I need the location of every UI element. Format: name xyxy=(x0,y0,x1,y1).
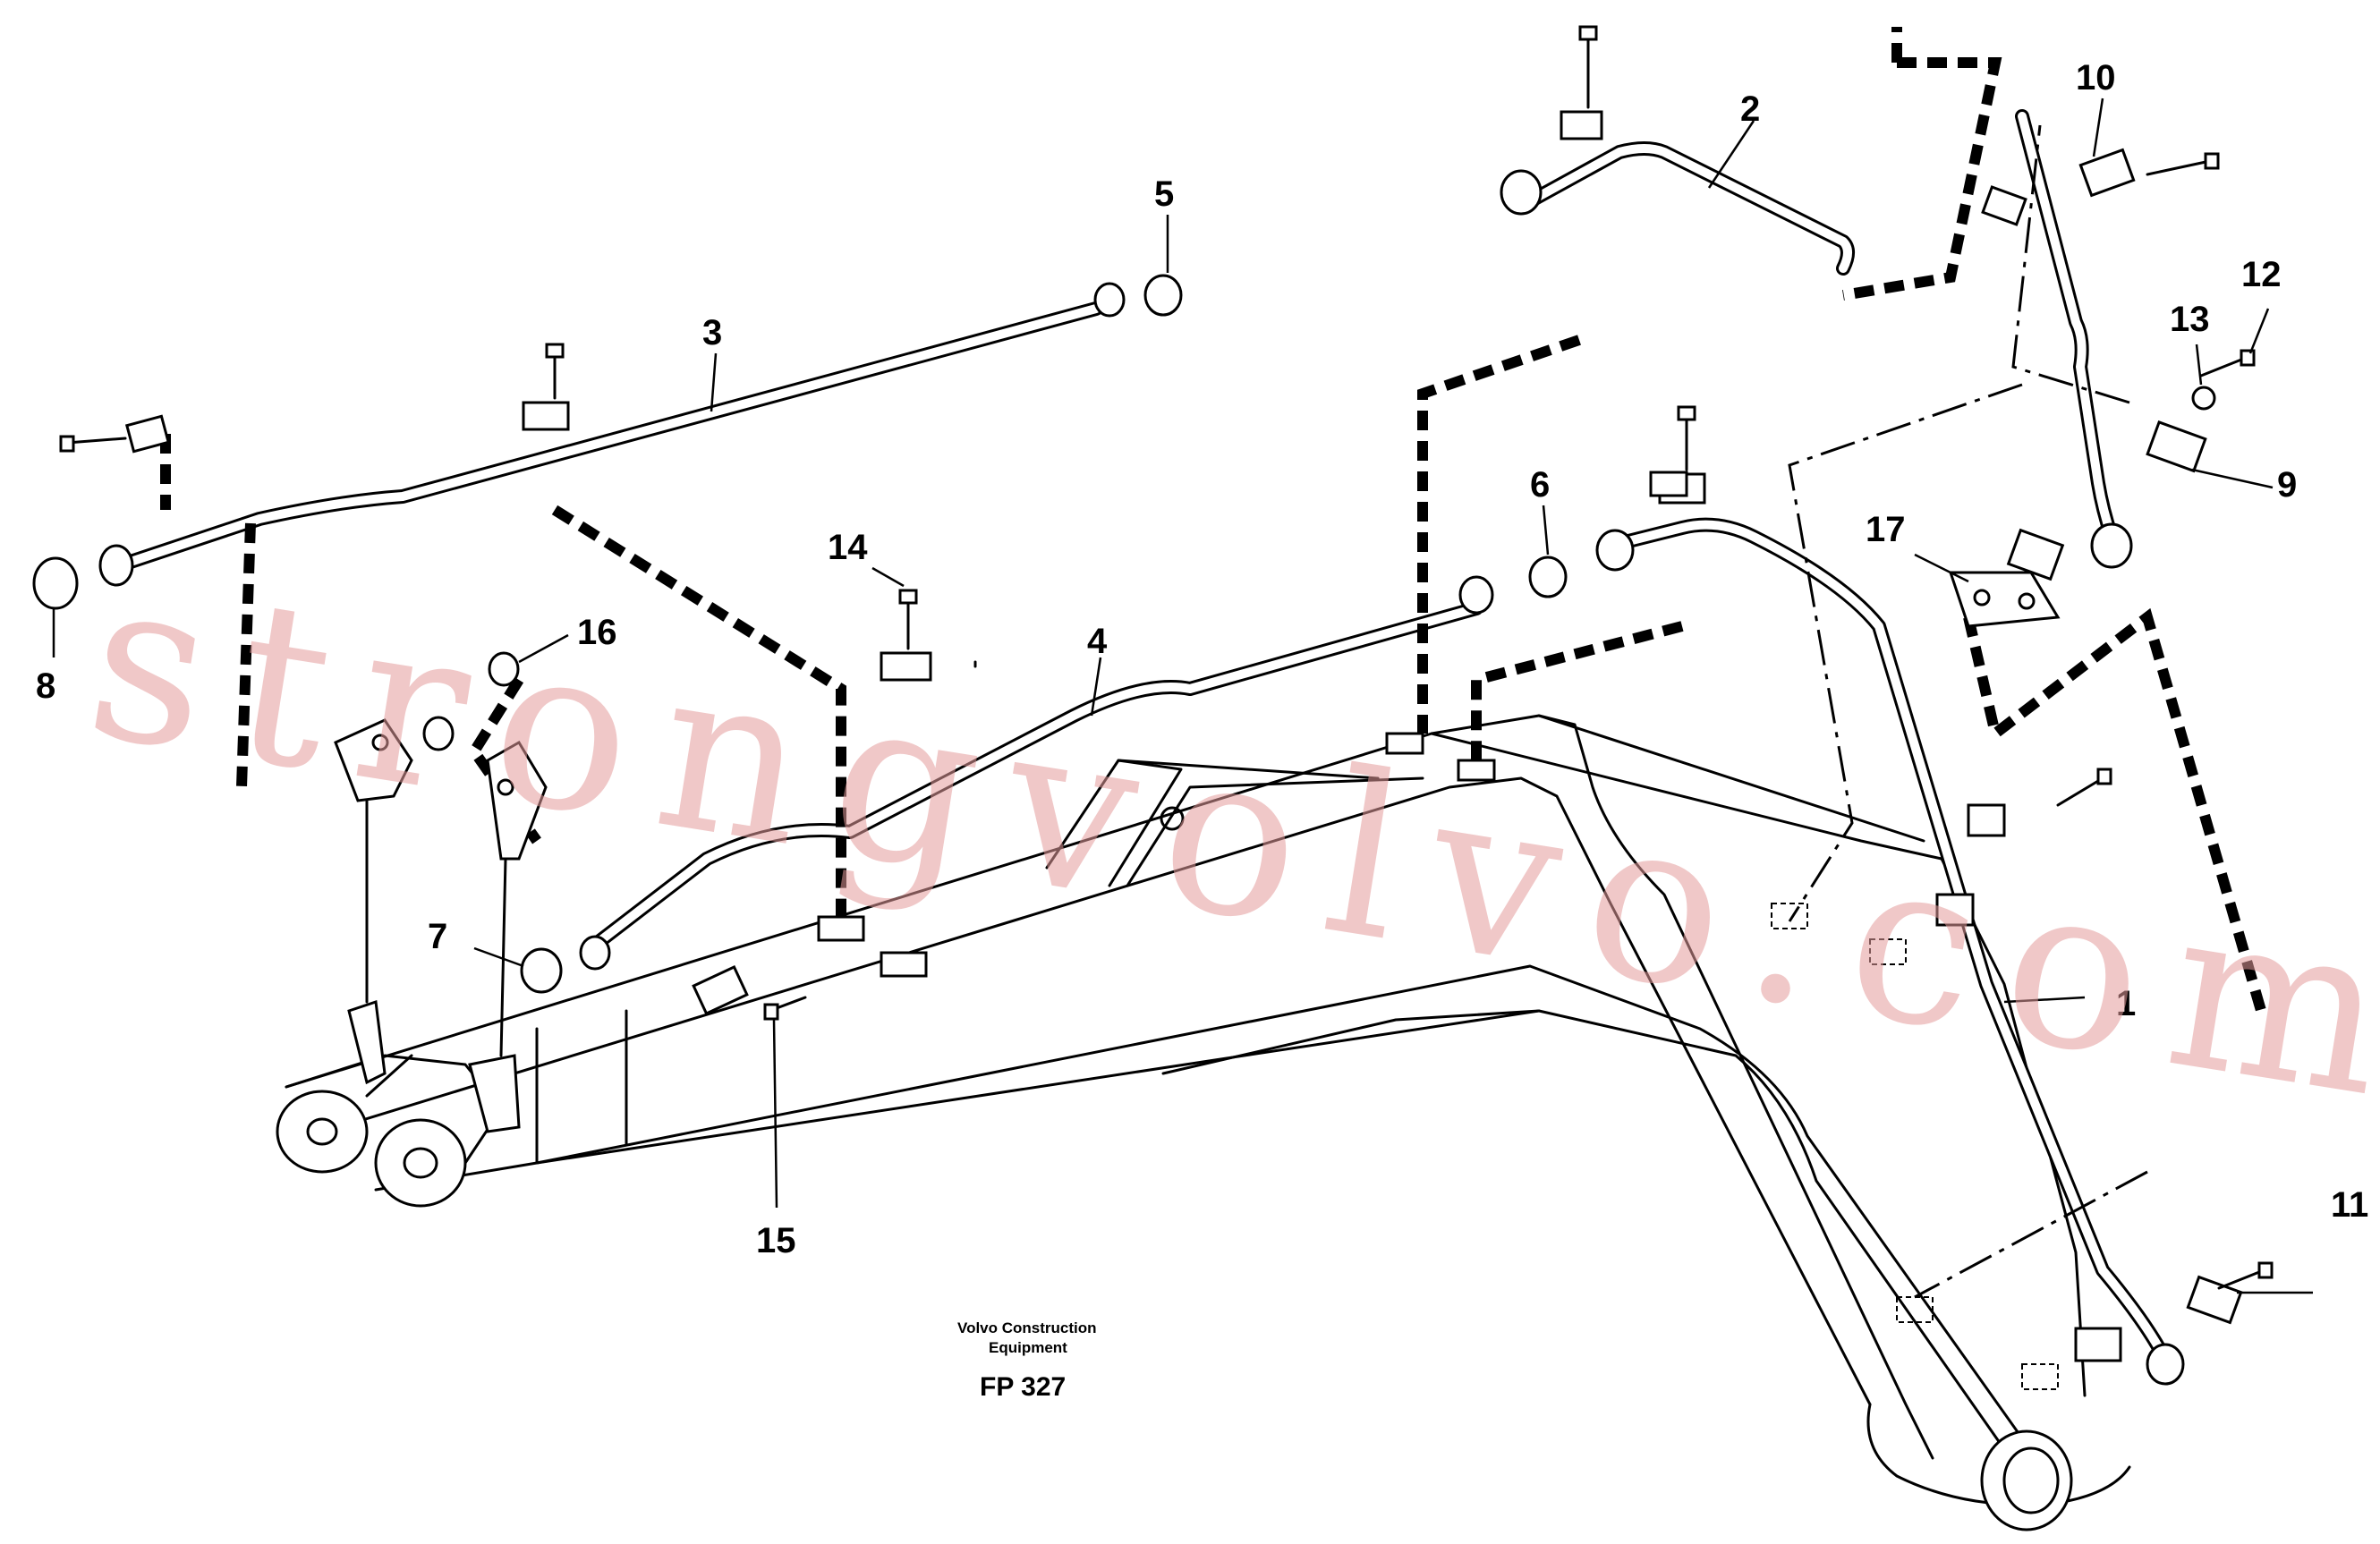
label-13: 13 xyxy=(2170,300,2210,339)
label-1: 1 xyxy=(2116,984,2136,1023)
fittings xyxy=(32,25,2274,1386)
clamp-9 xyxy=(2146,420,2207,473)
clamp-pipe-2 xyxy=(1560,110,1603,140)
clamp-boom-2 xyxy=(880,951,928,978)
label-8: 8 xyxy=(36,666,55,706)
caption-line-2: Equipment xyxy=(989,1339,1067,1356)
clamp-boom-3 xyxy=(1385,732,1424,755)
clamp-pipe-4-right xyxy=(1649,471,1688,497)
label-17: 17 xyxy=(1866,510,1906,549)
fitting-6 xyxy=(1528,556,1568,598)
pipe-4 xyxy=(583,601,1483,955)
pipe-3 xyxy=(118,301,1103,571)
label-5: 5 xyxy=(1154,174,1174,214)
label-9: 9 xyxy=(2277,465,2297,505)
bolts xyxy=(59,25,2274,1290)
label-7: 7 xyxy=(428,917,447,956)
clamp-15 xyxy=(692,965,749,1015)
clamp-lower-right-3 xyxy=(2074,1327,2122,1362)
label-15: 15 xyxy=(756,1221,796,1260)
label-11: 11 xyxy=(2331,1185,2368,1225)
plate-17 xyxy=(1948,571,2061,628)
pipe-upper-right xyxy=(2015,109,2119,544)
bracket-left xyxy=(334,718,413,802)
label-12: 12 xyxy=(2241,255,2282,294)
label-3: 3 xyxy=(702,313,722,352)
pipe-2 xyxy=(1523,141,1855,276)
callouts: 1 2 3 4 5 6 7 8 9 10 11 12 13 14 15 16 1 xyxy=(36,58,2368,1294)
boom-foot-pin-right xyxy=(374,1118,467,1208)
label-16: 16 xyxy=(577,613,617,652)
clamp-boom-4 xyxy=(1457,759,1496,782)
label-14: 14 xyxy=(828,528,868,567)
boom-foot-pin-left xyxy=(276,1090,369,1174)
clamp-lower-right-1 xyxy=(1967,803,2006,837)
clamp-pipe-3-mid xyxy=(522,401,570,431)
label-2: 2 xyxy=(1740,89,1760,129)
label-10: 10 xyxy=(2076,58,2116,98)
label-4: 4 xyxy=(1087,622,1108,661)
clamp-14 xyxy=(880,651,932,682)
fitting-5 xyxy=(1143,274,1183,317)
caption-code: FP 327 xyxy=(980,1372,1066,1402)
pipe-1 xyxy=(1603,517,2172,1367)
caption: Volvo Construction Equipment FP 327 xyxy=(957,1319,1097,1402)
bracket-center xyxy=(486,740,548,861)
clamp-upper-right xyxy=(1981,185,2027,226)
fitting-8 xyxy=(32,556,79,610)
bracket-foot-right xyxy=(468,1054,521,1133)
center-lines xyxy=(1788,124,2148,1299)
caption-line-1: Volvo Construction xyxy=(957,1319,1097,1336)
clamp-10 xyxy=(2078,148,2136,198)
label-6: 6 xyxy=(1530,465,1550,505)
nut-16 xyxy=(488,651,520,687)
fitting-7 xyxy=(520,947,563,994)
washer-13 xyxy=(2191,386,2216,411)
bracket-foot-left xyxy=(347,999,387,1085)
clamp-pipe-3-left xyxy=(124,414,171,454)
clamp-lower-right-2 xyxy=(1935,893,1975,927)
clamp-11 xyxy=(2186,1275,2243,1325)
clamp-boom-1 xyxy=(817,915,865,942)
